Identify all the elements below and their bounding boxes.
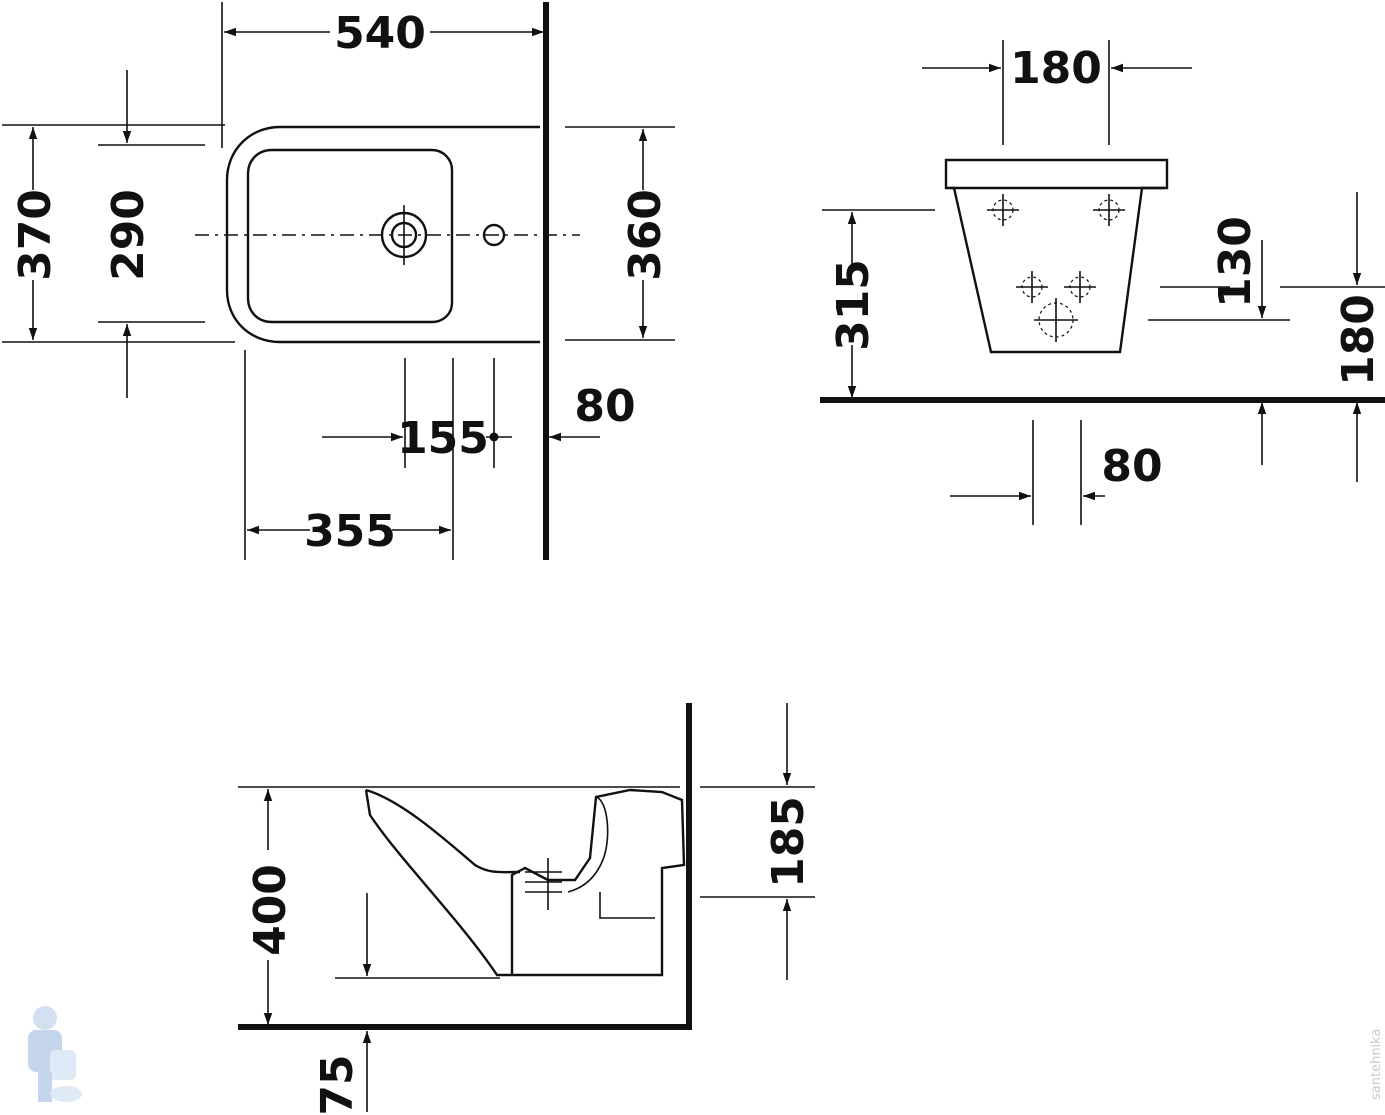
dim-290: 290 — [103, 189, 154, 281]
dim-540: 540 — [334, 8, 426, 59]
dim-80-bottom: 80 — [1101, 441, 1162, 492]
wall-view-bidet-outline — [944, 158, 1169, 354]
side-view: 400 185 75 — [238, 703, 815, 1115]
dim-400: 400 — [245, 864, 296, 956]
dim-185: 185 — [763, 796, 814, 888]
top-view-tap-hole — [482, 223, 506, 247]
side-view-bidet-profile — [364, 788, 686, 977]
dim-130: 130 — [1210, 216, 1261, 308]
dim-75: 75 — [312, 1054, 363, 1115]
dim-180-right: 180 — [1333, 294, 1384, 386]
top-view: 540 370 290 360 155 80 — [2, 2, 675, 560]
dim-155: 155 — [397, 413, 489, 464]
wall-view: 180 315 130 180 80 — [820, 40, 1385, 525]
dim-315: 315 — [828, 259, 879, 351]
watermark-text: santehnika — [1369, 1029, 1384, 1100]
wall-view-fixing-points — [987, 194, 1125, 342]
dim-370: 370 — [10, 189, 61, 281]
top-view-bowl-outline — [246, 148, 454, 324]
plumber-logo — [28, 1006, 82, 1102]
dim-80-top: 80 — [574, 381, 635, 432]
dim-180-top: 180 — [1010, 43, 1102, 94]
dim-360: 360 — [620, 189, 671, 281]
dim-355: 355 — [304, 506, 396, 557]
